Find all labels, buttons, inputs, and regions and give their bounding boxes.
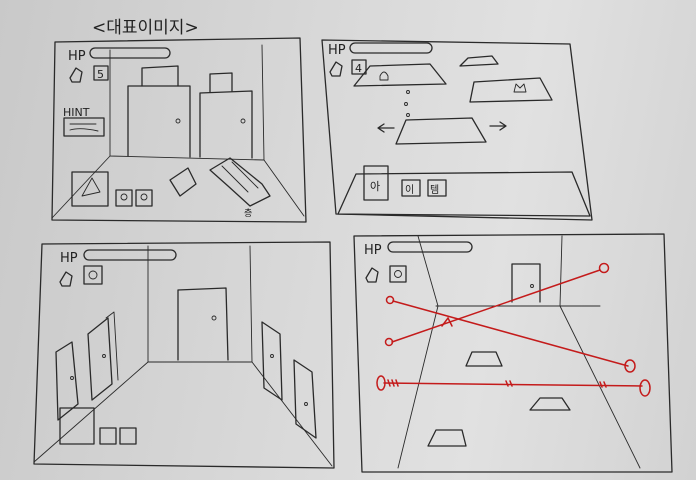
floor-tile-1 (465, 351, 503, 367)
hint-box[interactable] (63, 117, 105, 137)
floor (337, 171, 591, 217)
slot-label-2: 이 (405, 184, 414, 196)
laser-beam-2 (391, 269, 601, 343)
inventory-slot-1[interactable] (99, 427, 117, 445)
inventory-slot-2[interactable] (135, 189, 153, 207)
door-left (127, 85, 191, 158)
panel-bottom-right: HP (353, 233, 673, 473)
hp-label: HP (328, 43, 346, 58)
hp-bar (387, 241, 473, 253)
potion-icon (329, 61, 343, 77)
count-box (93, 65, 109, 81)
door-right-wall-2[interactable] (293, 359, 317, 439)
platform-start (353, 63, 447, 87)
arrow-left-icon[interactable] (377, 123, 395, 133)
hp-bar (349, 42, 433, 54)
inventory-main-slot[interactable] (71, 171, 109, 207)
platform-top (459, 55, 499, 67)
hp-label: HP (364, 243, 382, 258)
laser-beam-3 (383, 382, 643, 387)
inventory-slot-2[interactable] (119, 427, 137, 445)
panel-top-left: HP 5 HINT 층 (51, 37, 307, 223)
inventory-main-slot[interactable] (59, 407, 95, 445)
laser-beam-1 (392, 300, 629, 367)
sheet-title: <대표이미지> (92, 18, 199, 38)
potion-icon (69, 67, 83, 83)
door-left-wall-1[interactable] (55, 341, 79, 421)
item-slot-3[interactable] (427, 179, 447, 197)
count-value: 4 (355, 62, 362, 75)
door-right-wall-1[interactable] (261, 321, 283, 401)
door-right (199, 90, 253, 159)
floor-tile-2 (529, 397, 571, 411)
item-slot-main[interactable] (363, 165, 389, 201)
count-value: 5 (97, 68, 104, 81)
count-box (83, 265, 103, 285)
hp-label: HP (68, 49, 86, 64)
door-sign-left (141, 65, 179, 87)
door-far[interactable] (511, 263, 541, 303)
platform-monster (469, 77, 553, 103)
floor-stairs[interactable] (209, 157, 271, 207)
slot-label-3: 템 (430, 184, 439, 196)
platform-center (395, 117, 487, 145)
hint-label[interactable]: HINT (63, 106, 90, 119)
panel-bottom-left: HP (33, 241, 335, 469)
potion-icon (59, 271, 73, 287)
floor-tile-3 (427, 429, 467, 447)
slot-label-1: 아 (370, 180, 380, 193)
laser-traps (376, 262, 651, 397)
panel-top-right: HP 4 아 이 템 (321, 39, 593, 221)
floor-object[interactable] (169, 167, 197, 197)
arrow-right-icon[interactable] (489, 121, 507, 131)
step-mark: 층 (244, 208, 252, 219)
hp-bar (89, 47, 171, 59)
count-box (389, 265, 407, 283)
inventory-slot-1[interactable] (115, 189, 133, 207)
door-far[interactable] (177, 287, 229, 361)
item-slot-2[interactable] (401, 179, 421, 197)
hp-label: HP (60, 251, 78, 266)
count-box (351, 59, 367, 75)
potion-icon (365, 267, 379, 283)
hp-bar (83, 249, 177, 261)
door-left-wall-2[interactable] (87, 317, 113, 401)
